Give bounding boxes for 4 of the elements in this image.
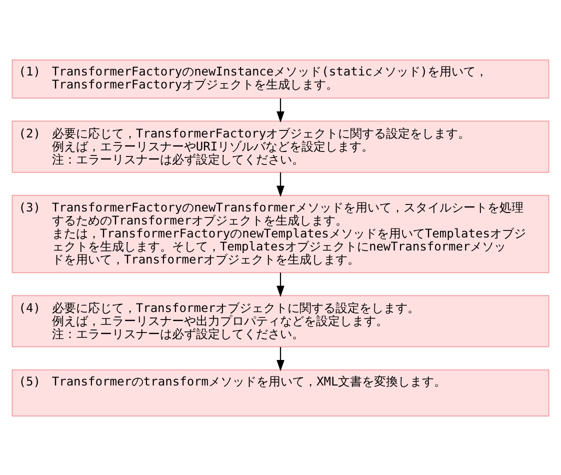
arrow: [276, 98, 284, 122]
arrow: [276, 272, 284, 296]
arrow: [276, 172, 284, 197]
arrow: [276, 346, 284, 371]
